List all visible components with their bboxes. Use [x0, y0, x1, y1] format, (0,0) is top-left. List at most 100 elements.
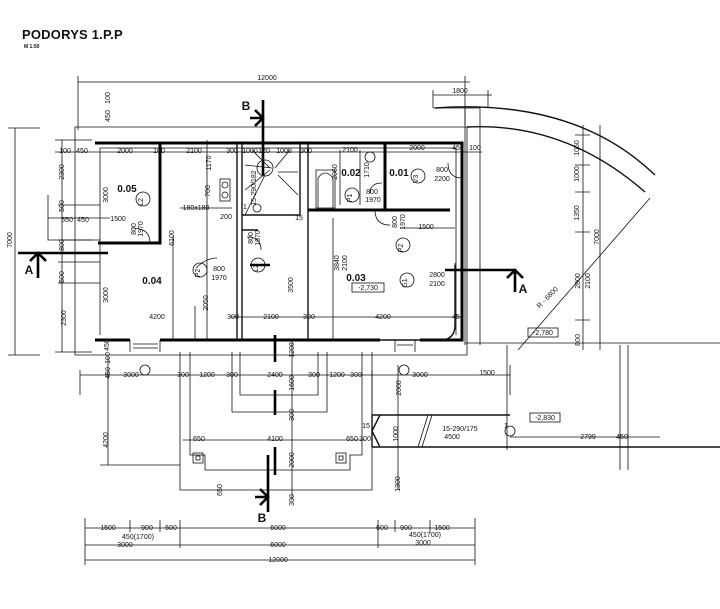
dimension-label: 3500	[288, 277, 295, 293]
dimension-label: 450	[616, 434, 628, 441]
dimension-label: 2799	[580, 434, 596, 441]
dimension-label: 2100	[585, 273, 592, 289]
dimension-label: 1970	[400, 214, 407, 230]
dimension-label: 500	[59, 271, 66, 283]
terrace	[139, 352, 410, 491]
dimension-label: 2100	[263, 314, 279, 321]
door-tag-circle	[399, 272, 415, 288]
dimension-label: 300	[308, 372, 320, 379]
section-marker: B	[242, 99, 251, 113]
dimension-label: 800	[575, 334, 582, 346]
door-tag-circles	[135, 168, 426, 288]
dimension-label: 2300	[61, 310, 68, 326]
dimension-label: 1200	[329, 372, 345, 379]
dimension-label: 1200	[289, 342, 296, 358]
door-tag-circle	[135, 191, 151, 207]
dimension-label: 2100	[342, 147, 358, 154]
dimension-label: 3000	[103, 187, 110, 203]
section-cut-lines	[18, 100, 524, 512]
dimension-label: 1710	[364, 162, 371, 178]
dimension-label: 1000	[574, 166, 581, 182]
dimension-label: 2800	[429, 272, 445, 279]
dimension-label: 3000	[103, 287, 110, 303]
door-tag: P2	[195, 269, 202, 278]
dimension-label: 1	[504, 423, 508, 430]
dimension-label: 6100	[169, 230, 176, 246]
dimension-label: 1500	[100, 525, 116, 532]
door-tag: L2	[253, 264, 260, 272]
dimension-label: 1000	[393, 426, 400, 442]
dimension-label: 200	[220, 214, 232, 221]
dimension-label: 1500	[110, 216, 126, 223]
dimension-label: 100	[153, 148, 165, 155]
dimension-label: 100	[105, 352, 112, 364]
dimension-label: 4100	[267, 436, 283, 443]
dimension-label: 700	[205, 185, 212, 197]
door-tag-circle	[192, 262, 208, 278]
dimension-label: 800	[248, 232, 255, 244]
dimension-label: 15	[362, 423, 370, 430]
dimension-label: 15-290/175	[442, 426, 478, 433]
door-tag-circle	[344, 187, 360, 203]
dimension-label: 2000	[409, 145, 425, 152]
dimension-label: 1350	[574, 205, 581, 221]
dimension-label: 2100	[429, 281, 445, 288]
dimension-label: 900	[141, 525, 153, 532]
dimension-label: 100	[469, 145, 481, 152]
dimension-label: 650	[346, 436, 358, 443]
dimension-label: 450	[76, 148, 88, 155]
dimension-label: 1300	[395, 476, 402, 492]
dimension-label: 2000	[117, 148, 133, 155]
dimension-label: 1000	[242, 148, 258, 155]
room-number: 0.05	[117, 184, 137, 195]
dimension-label: 15	[295, 215, 303, 222]
dimension-label: 2400	[267, 372, 283, 379]
dimension-label: 800	[131, 223, 138, 235]
dimension-label: 450(1700)	[122, 534, 154, 541]
dimension-label: 2100	[186, 148, 202, 155]
dimension-label: 1500	[418, 224, 434, 231]
dimension-label: 12000	[257, 75, 277, 82]
dimension-label: 6000	[270, 525, 286, 532]
dimension-label: 2200	[434, 176, 450, 183]
dimension-label: 2050	[203, 295, 210, 311]
drawing-scale: M 1:50	[24, 44, 40, 50]
dimension-label: 300	[289, 409, 296, 421]
dimension-label: 2000	[396, 380, 403, 396]
dimension-label: 12000	[268, 557, 288, 564]
dimension-label: 800	[436, 167, 448, 174]
door-tag: L2	[138, 198, 145, 206]
dimension-label: 450	[77, 217, 89, 224]
dimension-label: 7000	[7, 232, 14, 248]
dimension-label: 450(1700)	[409, 532, 441, 539]
level-boxes	[351, 282, 561, 423]
door-tag: P2	[398, 244, 405, 253]
dimension-label: 4500	[444, 434, 460, 441]
dimension-label: 900	[400, 525, 412, 532]
section-marker: B	[258, 511, 267, 525]
drawing-title: PODORYS 1.P.P	[22, 27, 123, 42]
dimension-label: 4200	[375, 314, 391, 321]
dimension-label: 650	[193, 436, 205, 443]
dimension-label: 2000	[289, 452, 296, 468]
dimension-label: 500	[59, 200, 66, 212]
door-tag: V3	[413, 175, 420, 184]
dimension-label: 600	[165, 525, 177, 532]
dimension-label: 120	[258, 148, 270, 155]
dimension-label: 4200	[103, 432, 110, 448]
dimension-label: 180x180	[183, 205, 210, 212]
dimension-label: 300	[177, 372, 189, 379]
dimension-label: 3000	[123, 372, 139, 379]
dimension-label: 1970	[211, 275, 227, 282]
walls	[95, 141, 464, 352]
door-tag-circle	[410, 168, 426, 184]
dimension-label: 3840	[334, 255, 341, 271]
dimension-label: 300	[303, 314, 315, 321]
dimension-label: 1050	[574, 140, 581, 156]
door-tag-circle	[395, 237, 411, 253]
dimension-label: 450	[105, 110, 112, 122]
exterior-stair	[371, 342, 720, 470]
dimension-label: 1970	[138, 221, 145, 237]
